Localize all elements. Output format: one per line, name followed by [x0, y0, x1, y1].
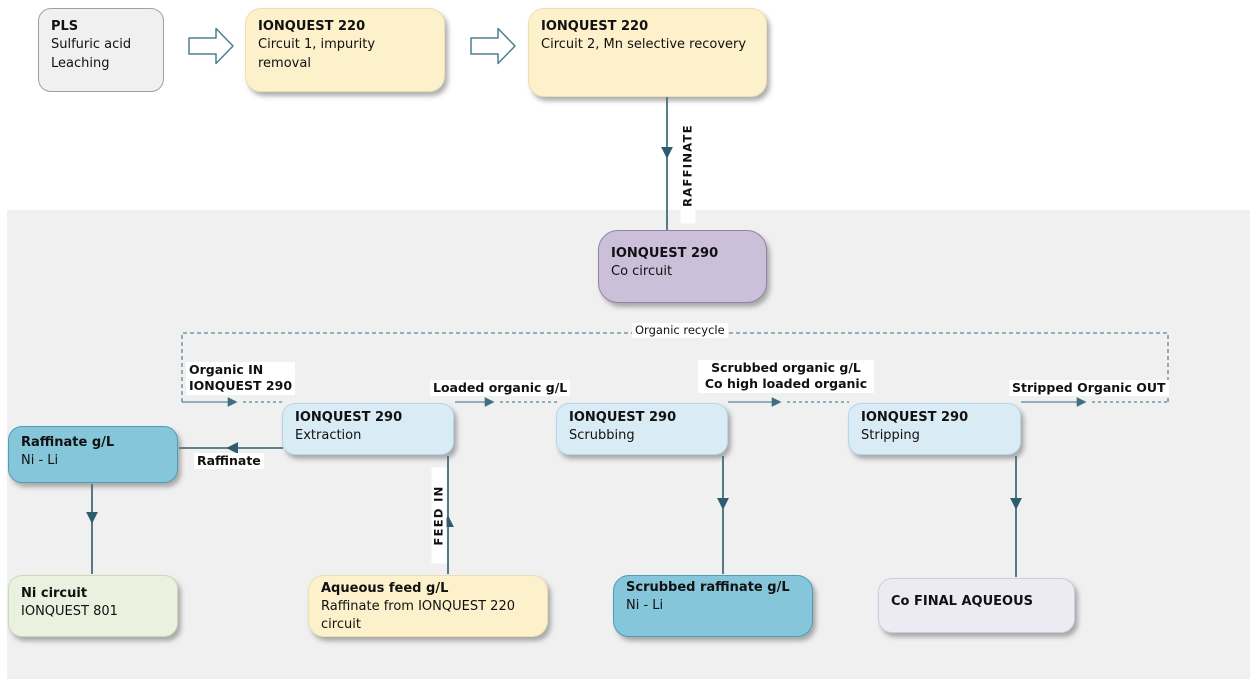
- node-title: PLS: [51, 19, 79, 34]
- node-aqueous-feed: Aqueous feed g/L Raffinate from IONQUEST…: [308, 575, 548, 637]
- node-ionquest220-circuit1: IONQUEST 220 Circuit 1, impurity removal: [245, 8, 445, 92]
- organic-recycle-label: Organic recycle: [632, 323, 728, 338]
- node-ni-circuit: Ni circuit IONQUEST 801: [8, 575, 178, 637]
- stripped-organic-label: Stripped Organic OUT: [1009, 380, 1169, 397]
- node-title: IONQUEST 290: [861, 410, 969, 425]
- node-body: Raffinate from IONQUEST 220 circuit: [321, 599, 515, 633]
- node-pls-leaching: PLS Sulfuric acid Leaching: [38, 8, 164, 92]
- node-title: IONQUEST 290: [295, 410, 403, 425]
- node-title: Raffinate g/L: [21, 435, 115, 450]
- node-body: Ni - Li: [626, 598, 664, 614]
- node-body: Sulfuric acid Leaching: [51, 37, 132, 71]
- node-co-final-aqueous: Co FINAL AQUEOUS: [878, 578, 1075, 633]
- raffinate-flow-label: RAFFINATE: [680, 107, 696, 224]
- scrubbed-organic-label: Scrubbed organic g/L Co high loaded orga…: [698, 360, 874, 393]
- loaded-organic-label: Loaded organic g/L: [430, 380, 571, 397]
- node-title: Scrubbed raffinate g/L: [626, 580, 790, 595]
- node-body: Circuit 1, impurity removal: [258, 37, 376, 71]
- node-raffinate: Raffinate g/L Ni - Li: [8, 426, 178, 483]
- node-ionquest220-circuit2: IONQUEST 220 Circuit 2, Mn selective rec…: [528, 8, 767, 97]
- feed-in-label: FEED IN: [431, 467, 447, 564]
- node-ionquest290-co-circuit: IONQUEST 290 Co circuit: [598, 230, 767, 303]
- node-title: Aqueous feed g/L: [321, 581, 449, 596]
- node-scrubbed-raffinate: Scrubbed raffinate g/L Ni - Li: [613, 575, 813, 637]
- node-ionquest290-extraction: IONQUEST 290 Extraction: [282, 403, 454, 455]
- node-title: IONQUEST 290: [569, 410, 677, 425]
- organic-in-label: Organic IN IONQUEST 290: [186, 362, 296, 395]
- node-title: Co FINAL AQUEOUS: [891, 594, 1033, 610]
- node-body: Scrubbing: [569, 428, 635, 444]
- raffinate-arrow-label: Raffinate: [194, 453, 264, 470]
- node-body: IONQUEST 801: [21, 604, 118, 620]
- node-body: Stripping: [861, 428, 920, 444]
- node-title: IONQUEST 220: [258, 19, 366, 34]
- node-ionquest290-scrubbing: IONQUEST 290 Scrubbing: [556, 403, 728, 455]
- node-title: IONQUEST 220: [541, 19, 649, 34]
- node-body: Extraction: [295, 428, 362, 444]
- node-body: Ni - Li: [21, 453, 59, 469]
- node-body: Co circuit: [611, 264, 673, 280]
- node-title: Ni circuit: [21, 586, 88, 601]
- node-title: IONQUEST 290: [611, 246, 719, 261]
- node-body: Circuit 2, Mn selective recovery: [541, 37, 747, 53]
- node-ionquest290-stripping: IONQUEST 290 Stripping: [848, 403, 1021, 455]
